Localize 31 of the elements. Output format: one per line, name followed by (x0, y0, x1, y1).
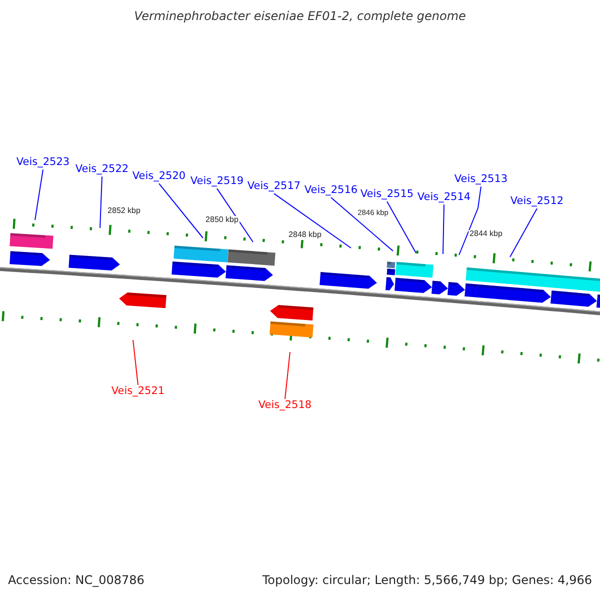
gene-label: Veis_2516 (304, 185, 358, 197)
scale-label: 2844 kbp (468, 230, 504, 239)
leader-line (274, 193, 352, 248)
map-title: Verminephrobacter eiseniae EF01-2, complete genome (134, 10, 466, 24)
map-info-text: Topology: circular; Length: 5,566,749 bp; Genes: 4,966 (262, 574, 592, 588)
leader-line (458, 186, 482, 256)
scale-label: 2850 kbp (204, 216, 240, 225)
leader-line (34, 169, 44, 220)
gene-label: Veis_2517 (247, 181, 301, 193)
map-info-text: Accession: NC_008786 (8, 574, 144, 588)
leader-line (386, 201, 416, 254)
leader-line (216, 188, 254, 242)
leader-line (442, 204, 444, 254)
gene-label: Veis_2523 (16, 157, 70, 169)
leader-line (100, 176, 102, 228)
scale-label: 2852 kbp (106, 207, 142, 216)
gene-label: Veis_2513 (454, 174, 508, 186)
gene-label: Veis_2521 (111, 386, 165, 398)
gene-label: Veis_2515 (360, 189, 414, 201)
leader-line (284, 352, 290, 400)
leader-line (510, 208, 538, 258)
gene-label: Veis_2518 (258, 400, 312, 412)
scale-label: 2848 kbp (288, 231, 322, 240)
gene-label: Veis_2519 (190, 176, 244, 188)
gene-label: Veis_2514 (417, 192, 471, 204)
leader-line (132, 340, 138, 386)
leader-line (158, 183, 204, 238)
gene-label: Veis_2520 (132, 171, 186, 183)
leader-line (330, 197, 394, 252)
gene-label: Veis_2522 (75, 164, 129, 176)
gene-label: Veis_2512 (510, 196, 564, 208)
